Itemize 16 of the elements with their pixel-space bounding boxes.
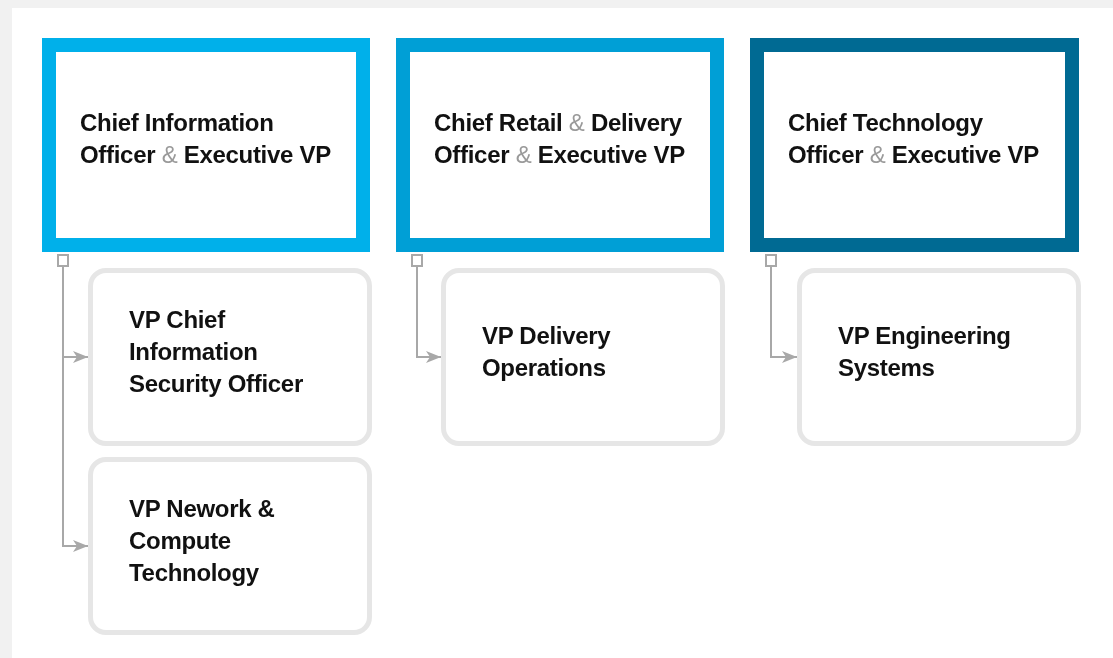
role-title: Chief Technology Officer & Executive VP [788, 108, 1040, 170]
vp-box [797, 268, 1081, 446]
executive-box [750, 38, 1079, 252]
vp-box [441, 268, 725, 446]
executive-box [42, 38, 370, 252]
role-title: VP Engineering Systems [838, 321, 1012, 383]
vp-box [88, 268, 372, 446]
role-title: VP Nework & Compute Technology [129, 494, 276, 588]
executive-box [396, 38, 724, 252]
role-title: Chief Information Officer & Executive VP [80, 108, 332, 170]
role-title: Chief Retail & Delivery Officer & Executive VP [434, 108, 686, 170]
connector-arrow [411, 253, 442, 363]
vp-box [88, 457, 372, 635]
connector-arrow [765, 253, 798, 363]
role-title: VP Delivery Operations [482, 321, 612, 383]
role-title: VP Chief Information Security Officer [129, 305, 304, 399]
